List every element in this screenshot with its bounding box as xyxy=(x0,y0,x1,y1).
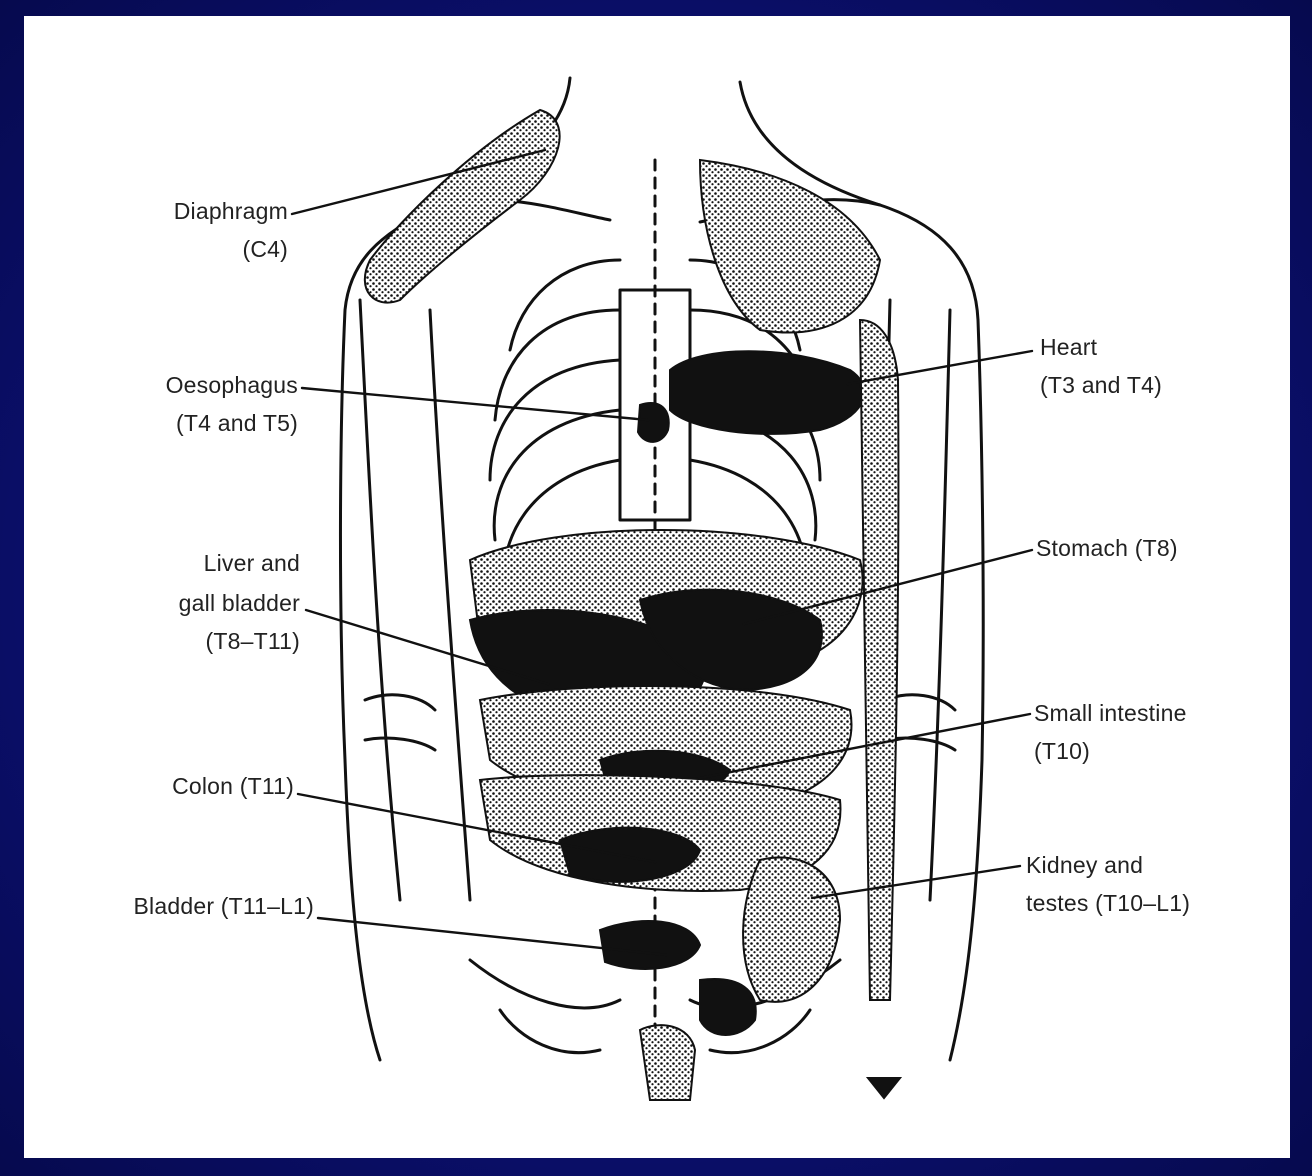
arrow-marker xyxy=(868,1078,900,1098)
hip-joint-left xyxy=(500,1010,600,1053)
left-elbow xyxy=(365,695,435,750)
label-bladder: Bladder (T11–L1) xyxy=(80,895,314,918)
label-small-intestine: Small intestine xyxy=(1034,702,1187,725)
testes-organ xyxy=(700,979,756,1035)
leader-oesophagus xyxy=(302,388,648,420)
right-arm-stipple xyxy=(860,320,898,1000)
label-liver-line2: gall bladder xyxy=(130,592,300,615)
shoulder-stipple-right xyxy=(700,160,880,332)
label-oesophagus-segment: (T4 and T5) xyxy=(110,412,298,435)
label-diaphragm-segment: (C4) xyxy=(136,238,288,261)
oesophagus-organ xyxy=(638,403,669,442)
label-colon: Colon (T11) xyxy=(110,775,294,798)
label-stomach: Stomach (T8) xyxy=(1036,537,1178,560)
heart-organ xyxy=(670,351,864,434)
rib-l4 xyxy=(494,410,620,540)
leader-kidney xyxy=(812,866,1020,898)
groin-stipple xyxy=(640,1025,695,1100)
label-liver-line1: Liver and xyxy=(130,552,300,575)
label-heart: Heart xyxy=(1040,336,1097,359)
bladder-organ xyxy=(600,921,700,969)
rib-l2 xyxy=(495,310,620,420)
label-heart-segment: (T3 and T4) xyxy=(1040,374,1162,397)
label-kidney-line2: testes (T10–L1) xyxy=(1026,892,1190,915)
diaphragm-shoulder-area xyxy=(365,110,560,303)
label-liver-segment: (T8–T11) xyxy=(130,630,300,653)
label-kidney-line1: Kidney and xyxy=(1026,854,1143,877)
rib-l3 xyxy=(490,360,620,480)
label-oesophagus: Oesophagus xyxy=(110,374,298,397)
rib-l1 xyxy=(510,260,620,350)
label-small-intestine-segment: (T10) xyxy=(1034,740,1090,763)
kidney-organ xyxy=(743,858,840,1002)
label-diaphragm: Diaphragm xyxy=(136,200,288,223)
